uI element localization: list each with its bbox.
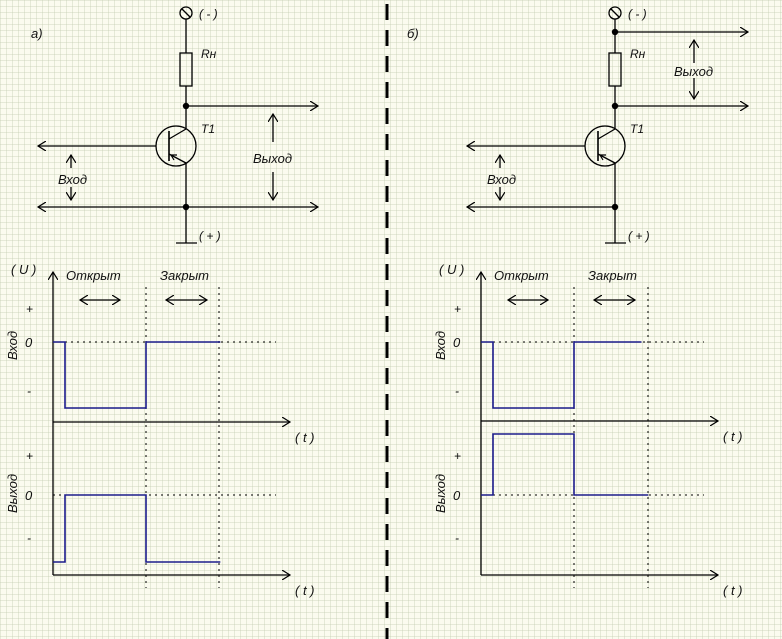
time-axis-label: ( t ) [723,429,743,444]
transistor-label: T1 [630,122,644,136]
resistor-icon [179,52,193,87]
output-label: Выход [253,151,292,166]
output-plot-label: Выход [433,474,448,513]
transistor-label: T1 [201,122,215,136]
tick-zero: 0 [453,488,461,503]
y-axis-label: ( U ) [11,262,36,277]
tick-plus: + [454,449,461,463]
input-plot-label: Вход [5,331,20,360]
transistor-pnp-icon [584,125,626,167]
transistor-pnp-icon [155,125,197,167]
tick-plus: + [454,302,461,316]
circuit-b: б) ( - ) Rн Выход T1 ( + ) [407,6,748,244]
output-signal-trace [53,494,221,563]
tick-minus: - [27,531,31,545]
time-axis-label: ( t ) [295,430,315,445]
tick-minus: - [455,384,459,398]
output-signal-trace [481,433,649,496]
input-signal-trace [481,341,642,409]
state-closed-label: Закрыт [588,268,637,283]
input-plot-label: Вход [433,331,448,360]
negative-terminal-icon [179,6,193,20]
supply-positive-label: ( + ) [628,229,650,243]
junction-dot [182,203,190,211]
tick-zero: 0 [25,335,33,350]
resistor-label: Rн [201,47,217,61]
output-plot-label: Выход [5,474,20,513]
tick-minus: - [455,531,459,545]
tick-minus: - [27,384,31,398]
tick-zero: 0 [453,335,461,350]
junction-dot [611,203,619,211]
state-closed-label: Закрыт [160,268,209,283]
tick-plus: + [26,449,33,463]
resistor-icon [608,52,622,87]
panel-label-a: а) [31,26,43,41]
y-axis-label: ( U ) [439,262,464,277]
input-label: Вход [58,172,87,187]
supply-negative-label: ( - ) [628,7,647,21]
state-open-label: Открыт [494,268,549,283]
resistor-label: Rн [630,47,646,61]
time-axis-label: ( t ) [723,583,743,598]
state-open-label: Открыт [66,268,121,283]
input-signal-trace [53,341,221,409]
circuit-a: а) ( - ) Rн T1 ( + ) [31,6,318,244]
tick-plus: + [26,302,33,316]
supply-positive-label: ( + ) [199,229,221,243]
output-label: Выход [674,64,713,79]
supply-negative-label: ( - ) [199,7,218,21]
negative-terminal-icon [608,6,622,20]
input-label: Вход [487,172,516,187]
time-axis-label: ( t ) [295,583,315,598]
tick-zero: 0 [25,488,33,503]
timing-diagrams: ( U ) Открыт Закрыт ( t ) +0 - Вход ( t ) +0 - Вых… [5,262,743,598]
panel-label-b: б) [407,26,419,41]
